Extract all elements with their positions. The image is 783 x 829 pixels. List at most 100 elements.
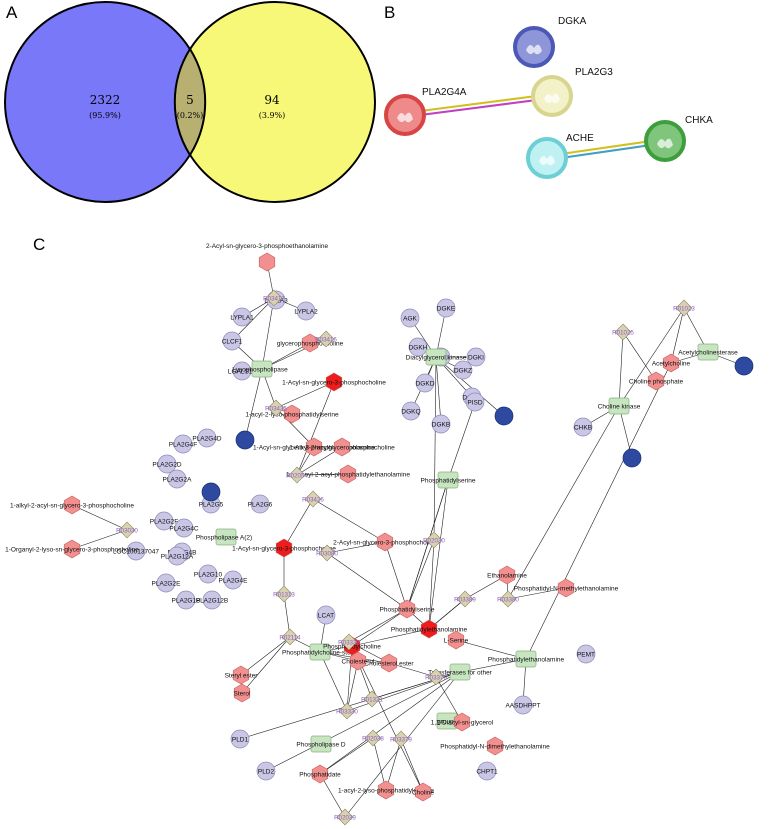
protein-node-pld1[interactable]: PLD1 <box>230 729 250 749</box>
metabolite-node-1-acyl-sn-glycero-3-phosphoethanolamine[interactable]: 1-Acyl-sn-glycero-3-phosphoethanolamine <box>253 437 376 457</box>
enzyme-node-transferases-for-other[interactable]: Transferases for other <box>428 663 493 681</box>
metabolite-node-l-serine[interactable]: L-Serine <box>444 630 469 650</box>
metabolite-node-1-2-diacyl-sn-glycerol[interactable]: 1,2-Diacyl-sn-glycerol <box>431 712 494 732</box>
ppi-node-dgka[interactable]: DGKA <box>513 16 587 68</box>
target-node-pla2g4a[interactable] <box>235 430 255 450</box>
protein-node-pla2g2f[interactable]: PLA2G2F <box>150 511 179 531</box>
metabolite-node-phosphatidylethanolamine[interactable]: Phosphatidylethanolamine <box>391 619 468 639</box>
target-node-pla2g3[interactable] <box>201 482 221 502</box>
protein-node-pemt[interactable]: PEMT <box>576 644 596 664</box>
protein-node-pisd[interactable]: PISD <box>465 392 485 412</box>
protein-node-pla2g12b[interactable]: PLA2G12B <box>196 590 229 610</box>
reaction-node-r02039[interactable]: R02039 <box>334 808 356 826</box>
protein-node-pla2g1b[interactable]: PLA2G1B <box>172 590 201 610</box>
metabolite-node-1-acyl-sn-glycero-3-phosphocholine[interactable]: 1-Acyl-sn-glycero-3-phosphocholine <box>282 372 386 392</box>
enzyme-node-lysophospholipase[interactable]: Lysophospholipase <box>232 360 288 378</box>
reaction-node-r03330[interactable]: R03330 <box>336 702 358 720</box>
reaction-node-r02114[interactable]: R02114 <box>279 628 301 646</box>
ppi-node-ache[interactable]: ACHE <box>526 133 594 179</box>
reaction-node-r02038[interactable]: R02038 <box>362 729 384 747</box>
metabolite-node-phosphatidylserine[interactable]: Phosphatidylserine <box>380 599 435 619</box>
protein-node-chkb[interactable]: CHKB <box>573 417 593 437</box>
protein-node-pla2g4f[interactable]: PLA2G4F <box>169 434 198 454</box>
metabolite-node-acetylcholine[interactable]: Acetylcholine <box>652 353 691 373</box>
metabolite-node-phosphatidyl-n-dimethylethanolamine[interactable]: Phosphatidyl-N-dimethylethanolamine <box>440 736 550 756</box>
protein-node-dgkh[interactable]: DGKH <box>409 337 428 357</box>
metabolite-node-1-alkenyl-2-acyl-phosphatidylethanolamine[interactable]: 1-Alkenyl-2-acyl-phosphatidylethanolamin… <box>286 464 410 484</box>
metabolite-node-glycerophosphocholine[interactable]: glycerophosphocholine <box>277 333 344 353</box>
reaction-node-r03380[interactable]: R03380 <box>497 590 519 608</box>
protein-node-agk[interactable]: AGK <box>400 308 420 328</box>
reaction-node-r03435[interactable]: R03435 <box>265 399 287 417</box>
metabolite-node-2-acyl-sn-glycero-3-phosphoethanolamine[interactable]: 2-Acyl-sn-glycero-3-phosphoethanolamine <box>206 243 329 272</box>
reaction-node-r02054[interactable]: R02054 <box>286 466 308 484</box>
reaction-node-r03370[interactable]: R03370 <box>425 668 447 686</box>
ppi-node-pla2g4a[interactable]: PLA2G4A <box>384 87 467 136</box>
protein-node-loc100137047[interactable]: LOC100137047 <box>113 541 159 561</box>
metabolite-node-1-acyl-sn-glycero-3-phosphocholine[interactable]: 1-Acyl-sn-glycero-3-phosphocholine <box>232 538 336 558</box>
enzyme-node-phosphatidylserine[interactable]: Phosphatidylserine <box>421 471 476 489</box>
protein-node-dgke[interactable]: DGKE <box>436 298 456 318</box>
enzyme-node-phosphatidylcholine-sterol[interactable]: Phosphatidylcholine-sterol <box>282 643 358 661</box>
reaction-node-r03389[interactable]: R03389 <box>454 590 476 608</box>
protein-node-aasdhppt[interactable]: AASDHPPT <box>505 695 541 715</box>
protein-node-pla2g4c[interactable]: PLA2G4C <box>169 518 199 538</box>
metabolite-node-phosphatidyl-n-methylethanolamine[interactable]: Phosphatidyl-N-methylethanolamine <box>514 578 619 598</box>
protein-node-dgkz[interactable]: DGKZ <box>453 360 473 380</box>
metabolite-node-1-alkyl-2-acylglycerophosphocholine[interactable]: 1-Alkyl-2-acylglycerophosphocholine <box>289 437 395 457</box>
protein-node-pla2g2d[interactable]: PLA2G2D <box>152 454 182 474</box>
protein-node-dgkd[interactable]: DGKD <box>416 373 435 393</box>
protein-node-dgkb[interactable]: DGKB <box>431 414 451 434</box>
metabolite-node-1-alkyl-2-acyl-sn-glycero-3-phosphocholine[interactable]: 1-alkyl-2-acyl-sn-glycero-3-phosphocholi… <box>10 495 134 515</box>
target-node-dgka[interactable] <box>494 406 514 426</box>
protein-node-dgkq[interactable]: DGKQ <box>401 401 421 421</box>
protein-node-lypla1[interactable]: LYPLA1 <box>230 307 254 327</box>
reaction-node-r03379[interactable]: R03379 <box>390 730 412 748</box>
protein-node-dgki[interactable]: DGKI <box>466 347 486 367</box>
reaction-node-r01025[interactable]: R01025 <box>612 323 634 341</box>
metabolite-node-1-acyl-2-lyso-phosphatidylserine[interactable]: 1-acyl-2-lyso-phosphatidylserine <box>245 404 339 424</box>
protein-node-pld2[interactable]: PLD2 <box>256 761 276 781</box>
protein-node-pla2g10[interactable]: PLA2G10 <box>194 564 223 584</box>
metabolite-node-phosphatidate[interactable]: Phosphatidate <box>299 764 341 784</box>
protein-node-pla2g2a[interactable]: PLA2G2A <box>163 469 193 489</box>
metabolite-node-sterol[interactable]: Sterol <box>234 683 252 703</box>
reaction-node-r03417[interactable]: R03417 <box>263 289 285 307</box>
enzyme-node-phospholipase-a-2[interactable]: Phospholipase A(2) <box>196 528 252 546</box>
target-node-chka[interactable] <box>622 448 642 468</box>
reaction-node-r01023[interactable]: R01023 <box>673 299 695 317</box>
protein-node-pla2g4e[interactable]: PLA2G4E <box>219 570 249 590</box>
enzyme-node-phospholipase-d[interactable]: Phospholipase D <box>296 735 346 753</box>
protein-node-pla2g2e[interactable]: PLA2G2E <box>152 573 182 593</box>
metabolite-node-cholesterol-ester[interactable]: Cholesterol ester <box>364 653 414 673</box>
reaction-node-r03416[interactable]: R03416 <box>315 330 337 348</box>
metabolite-node-ethanolamine[interactable]: Ethanolamine <box>487 565 527 585</box>
protein-node-chpt1[interactable]: CHPT1 <box>476 761 498 781</box>
metabolite-node-cholesterol[interactable]: Cholesterol <box>342 651 375 671</box>
protein-node-lcat[interactable]: LCAT <box>316 605 336 625</box>
reaction-node-r03426[interactable]: R03426 <box>302 490 324 508</box>
protein-node-pla2g4d[interactable]: PLA2G4D <box>192 428 222 448</box>
protein-node-pla2g6[interactable]: PLA2G6 <box>248 494 273 514</box>
protein-node-lgals13[interactable]: LGALS13 <box>228 361 257 381</box>
protein-node-lypla2[interactable]: LYPLA2 <box>294 301 318 321</box>
metabolite-node-1-organyl-2-lyso-sn-glycero-3-phosphocholine[interactable]: 1-Organyl-2-lyso-sn-glycero-3-phosphocho… <box>5 539 139 559</box>
reaction-node-r03030[interactable]: R03030 <box>116 521 138 539</box>
metabolite-node-1-acyl-2-lyso-phosphatidylcholine[interactable]: 1-acyl-2-lyso-phosphatidylcholine <box>338 780 434 800</box>
metabolite-node-steryl-ester[interactable]: Steryl ester <box>225 665 259 685</box>
reaction-node-r01313[interactable]: R01313 <box>273 585 295 603</box>
reaction-node-r03332[interactable]: R03332 <box>338 633 360 651</box>
reaction-node-r01321[interactable]: R01321 <box>361 690 383 708</box>
reaction-node-r02030[interactable]: R02030 <box>423 531 445 549</box>
enzyme-node-choline-kinase[interactable]: Choline kinase <box>598 397 641 415</box>
protein-node-pla2g12a[interactable]: PLA2G12A <box>161 546 194 566</box>
enzyme-node-diacylglycerol-kinase[interactable]: Diacylglycerol kinase <box>406 348 467 366</box>
protein-node-clcf1[interactable]: CLCF1 <box>222 331 243 351</box>
ppi-node-pla2g3[interactable]: PLA2G3 <box>531 67 613 117</box>
ppi-node-chka[interactable]: CHKA <box>644 115 713 162</box>
metabolite-node-choline-phosphate[interactable]: Choline phosphate <box>629 371 684 391</box>
target-node-ache[interactable] <box>734 356 754 376</box>
metabolite-node-choline[interactable]: Choline <box>412 782 434 802</box>
metabolite-node-2-acyl-sn-glycero-3-phosphocholine[interactable]: 2-Acyl-sn-glycero-3-phosphocholine <box>333 532 437 552</box>
reaction-node-r03080[interactable]: R03080 <box>316 544 338 562</box>
